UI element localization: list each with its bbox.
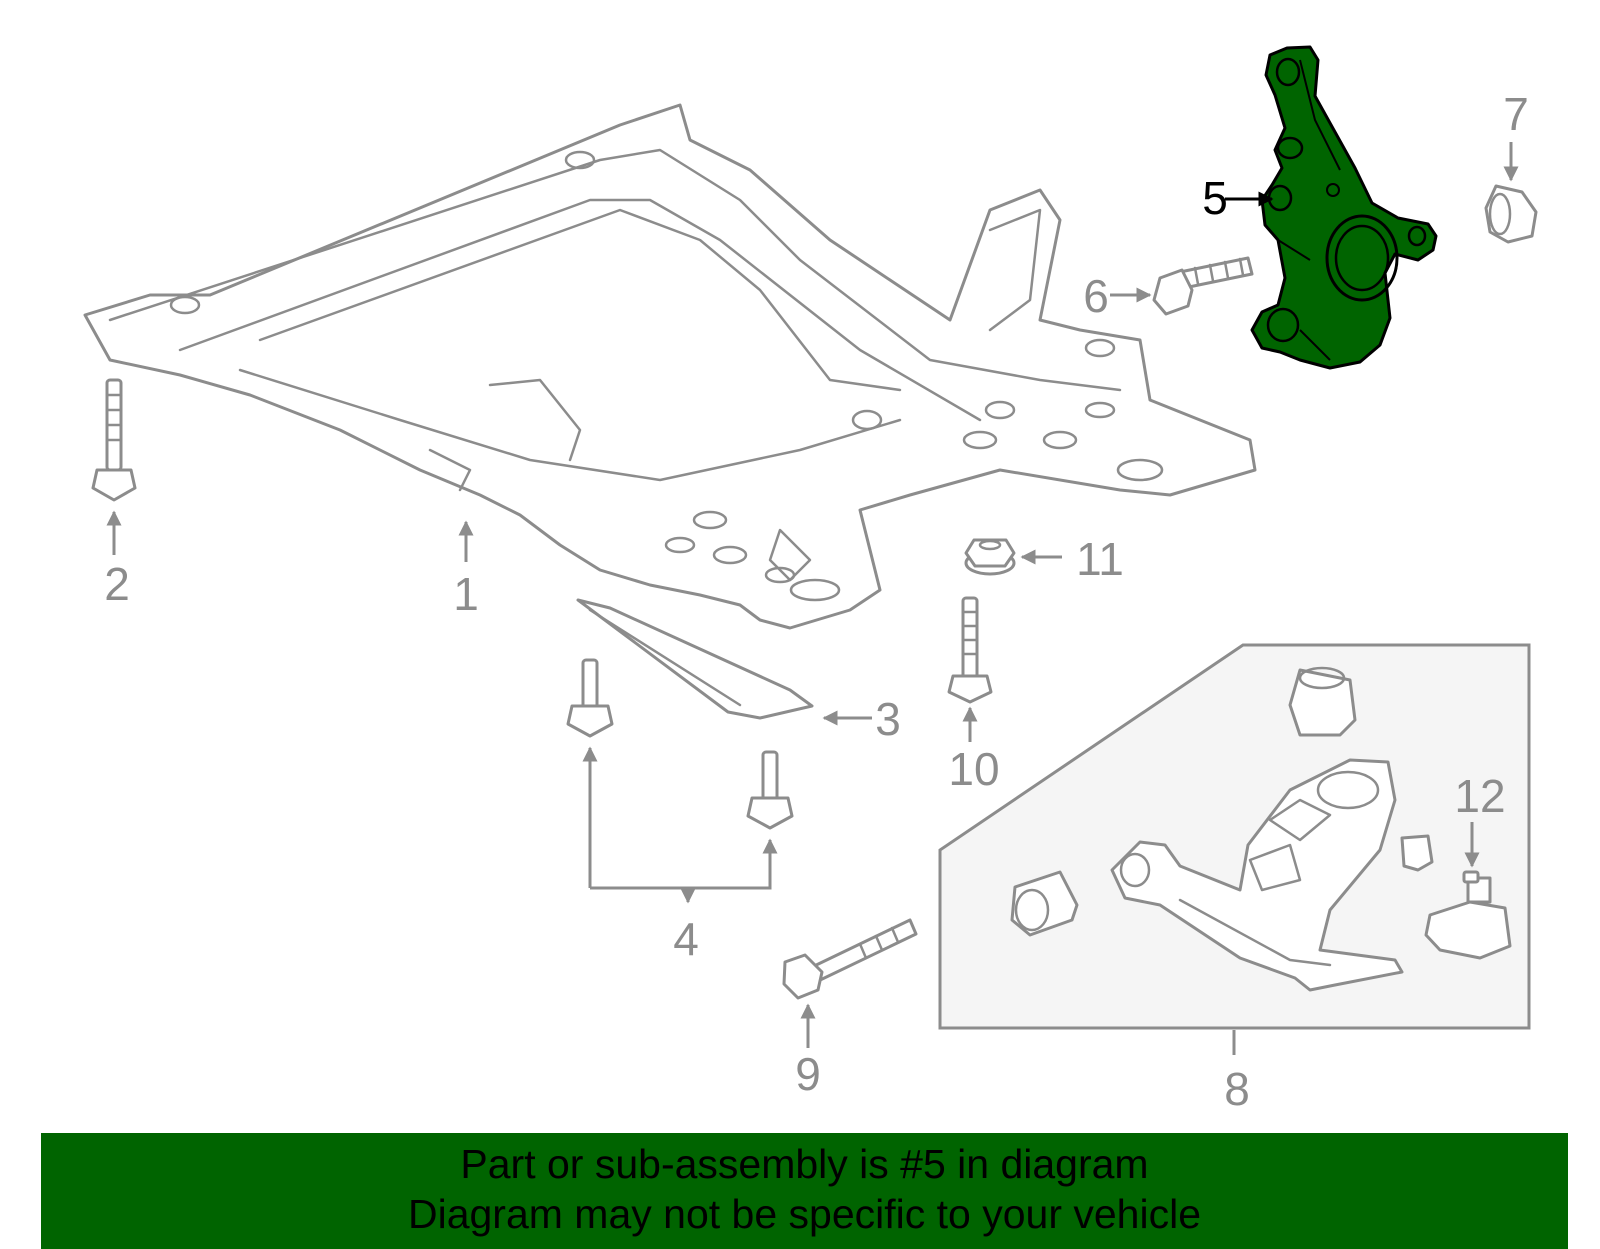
callout-3: 3 — [875, 693, 901, 745]
callout-8: 8 — [1224, 1063, 1250, 1115]
callout-11: 11 — [1076, 533, 1124, 585]
bolt-part-10 — [947, 596, 993, 704]
control-arm-kit-part-8 — [938, 643, 1531, 1030]
bolt-part-4a — [566, 658, 614, 738]
callout-1: 1 — [453, 568, 479, 620]
leader-4 — [588, 748, 772, 902]
callout-2: 2 — [104, 558, 130, 610]
callout-4: 4 — [673, 913, 699, 965]
callout-10: 10 — [948, 743, 999, 795]
bolt-part-4b — [746, 750, 794, 830]
subframe-part — [83, 103, 1257, 630]
ball-joint-part-12 — [1462, 870, 1480, 884]
bolt-part-6 — [1152, 256, 1254, 316]
banner-line-2: Diagram may not be specific to your vehi… — [407, 1191, 1201, 1237]
nut-part-11 — [964, 538, 1016, 576]
bolt-part-9 — [782, 918, 918, 1000]
info-banner: Part or sub-assembly is #5 in diagram Di… — [41, 1133, 1568, 1249]
callout-12: 12 — [1454, 770, 1505, 822]
bolt-part-2 — [91, 378, 137, 502]
banner-line-1: Part or sub-assembly is #5 in diagram — [460, 1141, 1149, 1187]
steering-knuckle-part-5 — [1250, 45, 1438, 370]
callout-7: 7 — [1503, 88, 1529, 140]
callout-6: 6 — [1083, 270, 1109, 322]
brace-part-3 — [576, 598, 814, 720]
callout-9: 9 — [795, 1048, 821, 1100]
callout-5: 5 — [1202, 172, 1228, 224]
nut-part-7 — [1484, 184, 1538, 244]
